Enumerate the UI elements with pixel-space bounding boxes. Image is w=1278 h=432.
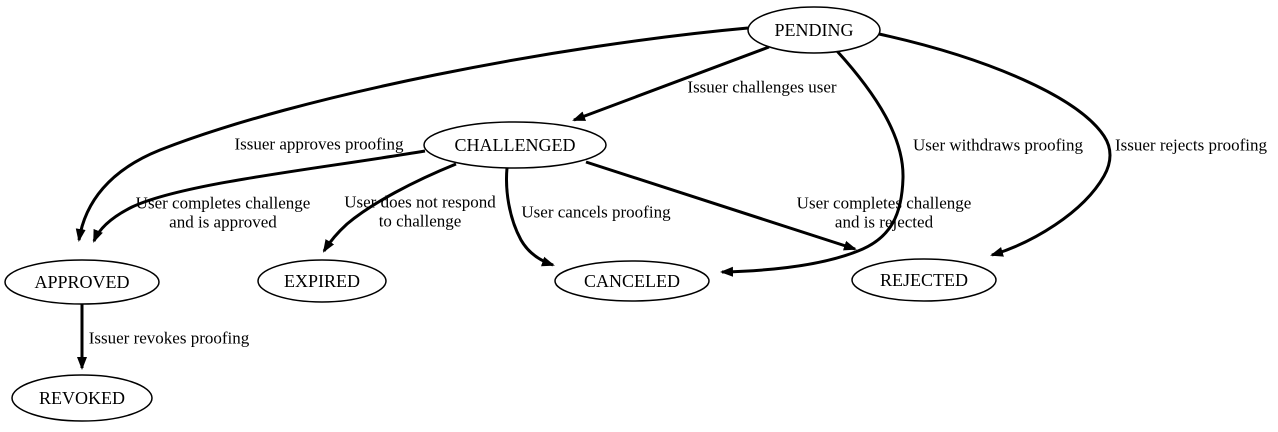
edge-pending-to-challenged <box>572 45 770 122</box>
edge-label-challenged-to-expired-line1: User does not respond <box>344 193 496 212</box>
node-label-expired: EXPIRED <box>284 271 360 291</box>
edge-label-pending-to-approved: Issuer approves proofing <box>234 135 404 154</box>
node-rejected <box>851 258 997 302</box>
edge-label-pending-to-rejected: Issuer rejects proofing <box>1115 136 1268 155</box>
edge-label-approved-to-revoked: Issuer revokes proofing <box>89 329 250 348</box>
node-challenged <box>423 121 607 169</box>
edge-pending-to-rejected <box>878 32 1112 257</box>
node-approved <box>4 259 160 305</box>
node-label-challenged: CHALLENGED <box>455 135 576 155</box>
edge-challenged-to-approved <box>92 149 426 243</box>
edge-label-challenged-to-expired-line2: to challenge <box>379 212 462 231</box>
node-canceled <box>554 260 710 302</box>
edge-label-challenged-to-approved-line1: User completes challenge <box>136 194 311 213</box>
edge-challenged-to-rejected <box>585 160 857 251</box>
node-label-canceled: CANCELED <box>584 271 680 291</box>
node-label-rejected: REJECTED <box>880 270 968 290</box>
node-pending <box>747 6 881 54</box>
edge-pending-to-approved <box>75 26 749 242</box>
edge-label-challenged-to-rejected-line2: and is rejected <box>835 213 934 232</box>
node-label-approved: APPROVED <box>34 272 129 292</box>
edge-label-challenged-to-canceled: User cancels proofing <box>521 203 671 222</box>
node-label-pending: PENDING <box>775 20 854 40</box>
node-label-revoked: REVOKED <box>39 388 125 408</box>
edge-challenged-to-canceled <box>505 167 555 267</box>
edge-challenged-to-expired <box>322 162 457 253</box>
edge-label-challenged-to-rejected-line1: User completes challenge <box>797 194 972 213</box>
node-expired <box>257 259 387 303</box>
edges-layer <box>75 26 1112 370</box>
nodes-layer: PENDING CHALLENGED APPROVED EXPIRED CANCELED… <box>4 6 997 422</box>
edge-label-pending-to-canceled: User withdraws proofing <box>913 136 1083 155</box>
edge-label-challenged-to-approved-line2: and is approved <box>169 213 277 232</box>
edge-label-pending-to-challenged: Issuer challenges user <box>687 78 837 97</box>
node-revoked <box>11 374 153 422</box>
edge-pending-to-canceled <box>720 49 905 277</box>
